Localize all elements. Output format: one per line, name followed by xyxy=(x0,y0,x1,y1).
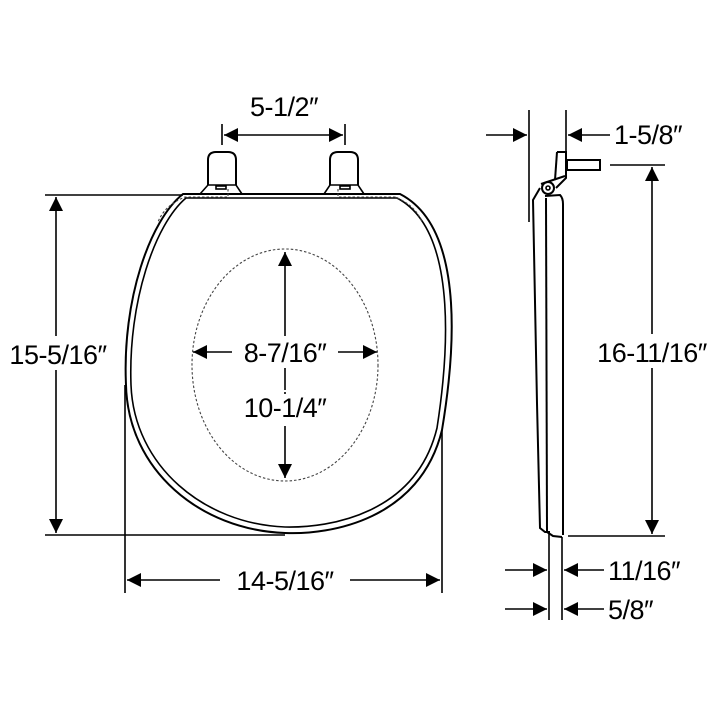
side-lid xyxy=(531,187,550,533)
seat-length-label: 15-5/16″ xyxy=(9,340,107,370)
side-view: 1-5/8″ 16-11/16″ 11/16″ 5/8″ xyxy=(486,110,720,625)
front-view: 5-1/2″ 15-5/16″ 14-5/16″ 8-7/16″ xyxy=(0,92,453,596)
overall-length-label: 16-11/16″ xyxy=(597,338,708,368)
seat-width-label: 14-5/16″ xyxy=(236,566,334,596)
hinge-right-dashed xyxy=(337,189,423,223)
lid-thickness-label: 11/16″ xyxy=(608,556,681,586)
dimension-opening-length: 10-1/4″ xyxy=(244,370,328,423)
seat-opening-outline xyxy=(191,248,379,482)
dimension-opening-width: 8-7/16″ xyxy=(193,252,377,478)
seat-outline xyxy=(124,193,453,535)
opening-width-label: 8-7/16″ xyxy=(244,338,328,368)
dimension-hinge-depth: 1-5/8″ xyxy=(486,120,684,150)
dimension-hinge-spacing: 5-1/2″ xyxy=(221,92,346,145)
dimension-overall-length: 16-11/16″ xyxy=(568,164,720,537)
dimension-lid-thickness: 11/16″ xyxy=(505,556,682,586)
hinge-left-dashed xyxy=(157,189,229,223)
hinge-right xyxy=(323,151,365,195)
hinge-left xyxy=(199,151,243,195)
seat-thickness-label: 5/8″ xyxy=(608,595,654,625)
side-seat xyxy=(544,193,564,535)
hinge-spacing-label: 5-1/2″ xyxy=(250,92,319,122)
hinge-depth-label: 1-5/8″ xyxy=(614,120,683,150)
dimension-seat-width: 14-5/16″ xyxy=(124,385,443,596)
dimension-seat-length: 15-5/16″ xyxy=(0,194,285,536)
side-hinge xyxy=(540,151,601,195)
dimension-seat-thickness: 5/8″ xyxy=(505,595,655,625)
opening-length-label: 10-1/4″ xyxy=(244,393,328,423)
